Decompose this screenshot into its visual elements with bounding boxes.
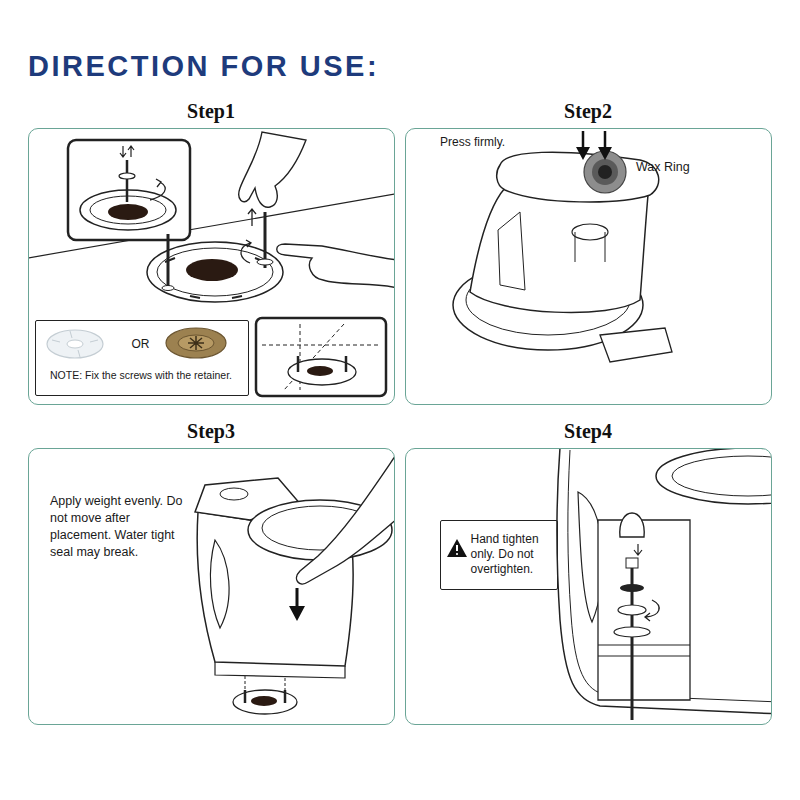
flange-inset — [119, 173, 135, 179]
flange-inset — [108, 204, 148, 220]
press-arrow — [576, 147, 590, 160]
closet-bolt — [162, 209, 273, 291]
toilet-upside-down — [497, 152, 659, 202]
down-arrow — [289, 588, 305, 621]
press-arrow — [582, 131, 585, 149]
bolt-assembly — [634, 544, 642, 555]
closet-bolt — [162, 286, 174, 291]
toilet-upside-down — [600, 328, 672, 362]
hand — [239, 132, 394, 288]
instruction-text: Press firmly. — [440, 135, 505, 149]
bolt-assembly — [626, 558, 638, 568]
installed-inset — [307, 366, 333, 376]
toilet-base — [598, 656, 690, 657]
hand — [239, 132, 306, 207]
toilet-flange — [245, 690, 285, 703]
step4-illustration — [447, 449, 771, 720]
plastic-retainer — [67, 340, 83, 348]
warning-text: Hand tighten only. Do not overtighten. — [471, 532, 553, 577]
bolt-assembly — [618, 605, 646, 615]
bolt-assembly — [614, 627, 650, 637]
wax-ring — [592, 159, 618, 185]
wax-ring — [598, 165, 612, 179]
closet-bolt — [241, 240, 251, 263]
toilet — [215, 662, 345, 678]
plastic-retainer — [52, 331, 98, 357]
closet-bolt — [167, 234, 170, 288]
bolt-assembly — [620, 513, 644, 537]
toilet — [220, 488, 248, 500]
bolt-assembly — [645, 600, 659, 621]
toilet-flange — [186, 259, 238, 281]
flange-inset — [150, 179, 165, 200]
toilet-flange — [233, 676, 297, 714]
toilet-upside-down — [498, 212, 525, 290]
toilet — [210, 540, 229, 628]
toilet-flange — [233, 690, 297, 714]
step-heading: Step3 — [28, 420, 395, 443]
note-box: OR NOTE: Fix the screws with the retainer… — [35, 320, 249, 396]
page-title: DIRECTION FOR USE: — [28, 50, 379, 83]
step-panel: Step2 — [405, 128, 772, 405]
hand — [296, 452, 394, 584]
metal-retainer — [166, 328, 226, 358]
installed-inset — [256, 318, 386, 396]
bolt-assembly — [620, 584, 644, 592]
toilet-flange — [251, 696, 277, 706]
toilet-flange — [165, 258, 265, 298]
installed-inset — [262, 324, 380, 390]
toilet-flange — [245, 676, 285, 690]
toilet-base — [598, 644, 690, 645]
or-text: OR — [122, 337, 160, 352]
flange-inset — [126, 160, 129, 202]
closet-bolt — [248, 209, 256, 226]
installed-inset — [256, 318, 386, 396]
metal-retainer — [188, 336, 204, 350]
toilet-base — [557, 449, 771, 714]
toilet-base — [672, 456, 771, 496]
warning-box: Hand tighten only. Do not overtighten. — [440, 520, 558, 590]
step-panel: Step1ORNOTE: Fix the screws with the ret… — [28, 128, 395, 405]
press-arrow — [598, 147, 612, 160]
part-label: Wax Ring — [636, 160, 690, 174]
closet-bolt — [257, 259, 273, 265]
warning-icon — [456, 553, 458, 555]
step1-illustration — [29, 132, 394, 396]
note-text: NOTE: Fix the screws with the retainer. — [40, 369, 243, 382]
flange-inset — [120, 146, 134, 157]
metal-retainer — [178, 335, 214, 351]
hand — [277, 244, 394, 288]
hand — [296, 452, 394, 584]
flange-inset — [68, 140, 190, 240]
step-heading: Step1 — [28, 100, 395, 123]
instruction-text: Apply weight evenly. Do not move after p… — [50, 493, 185, 561]
step-heading: Step2 — [405, 100, 772, 123]
press-arrow — [576, 131, 612, 160]
metal-retainer — [166, 328, 226, 358]
plastic-retainer — [47, 330, 103, 358]
warning-icon — [447, 539, 467, 557]
press-arrow — [604, 131, 607, 149]
toilet-upside-down — [572, 224, 608, 240]
toilet-upside-down — [575, 232, 605, 262]
installed-inset — [298, 356, 346, 372]
toilet-upside-down — [453, 152, 672, 362]
toilet-flange — [157, 248, 273, 296]
step-panel: Step4Hand tighten only. Do not overtight… — [405, 448, 772, 725]
toilet-base — [656, 449, 771, 504]
down-arrow — [296, 588, 299, 608]
bolt-assembly — [614, 513, 659, 720]
step-panel: Step3 — [28, 448, 395, 725]
step-heading: Step4 — [405, 420, 772, 443]
step3-illustration — [195, 452, 394, 714]
warning-icon — [447, 539, 467, 557]
plastic-retainer — [47, 330, 103, 358]
flange-inset — [68, 140, 190, 240]
toilet-upside-down — [470, 188, 648, 312]
warning-icon — [456, 545, 458, 551]
down-arrow — [289, 606, 305, 621]
toilet-base — [598, 520, 690, 700]
